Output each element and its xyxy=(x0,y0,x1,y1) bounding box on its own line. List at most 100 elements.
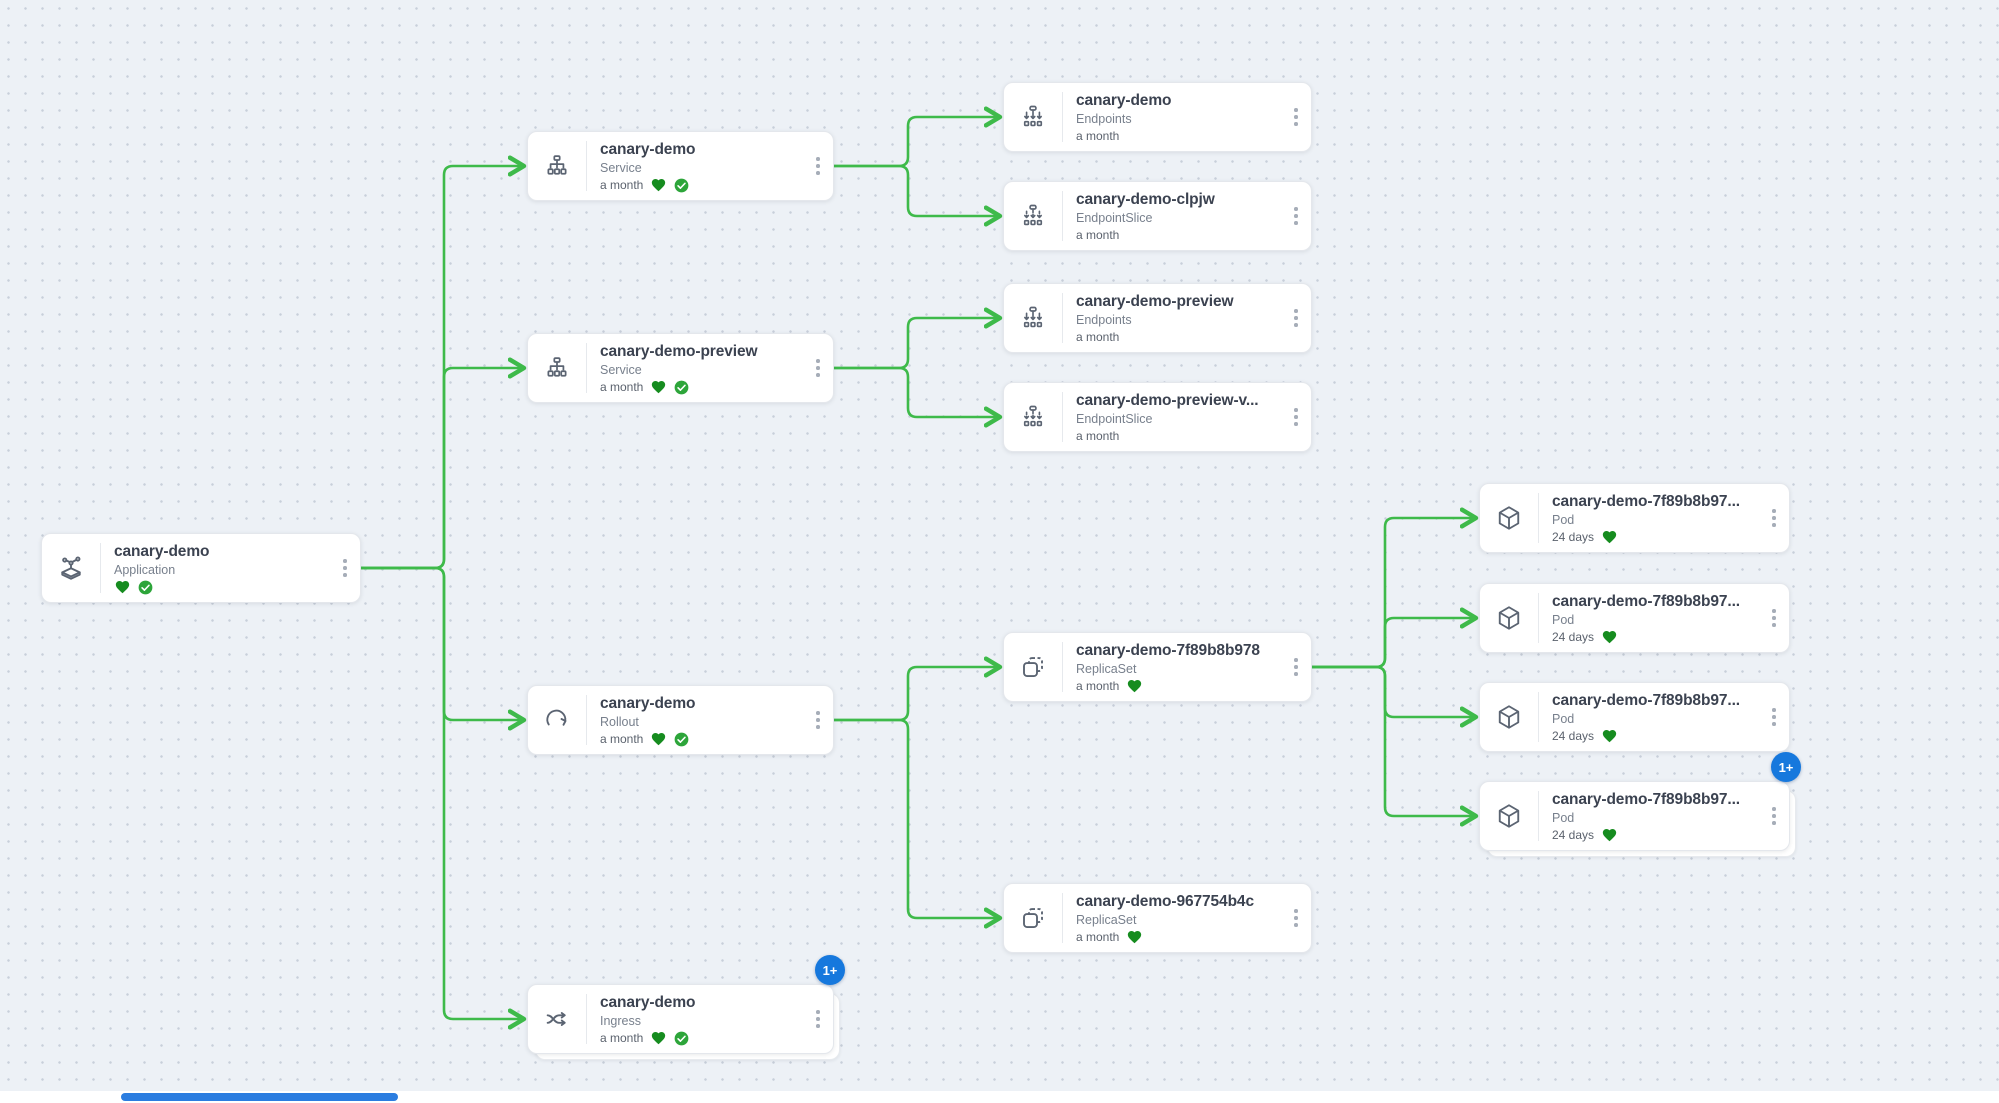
health-healthy-icon xyxy=(1126,929,1143,945)
resource-name: canary-demo-7f89b8b97... xyxy=(1552,790,1740,808)
node-menu-button[interactable] xyxy=(805,686,831,754)
resource-age: 24 days xyxy=(1552,529,1595,544)
icon-divider xyxy=(100,543,101,593)
resource-name: canary-demo-967754b4c xyxy=(1076,892,1254,910)
icon-divider xyxy=(1062,191,1063,241)
resource-kind: Rollout xyxy=(600,714,639,729)
icon-divider xyxy=(1538,692,1539,742)
icon-divider xyxy=(1062,92,1063,142)
resource-name: canary-demo-preview xyxy=(1076,292,1234,310)
node-menu-button[interactable] xyxy=(805,334,831,402)
health-healthy-icon xyxy=(650,177,667,193)
tree-edge xyxy=(359,166,524,570)
resource-kind: Endpoints xyxy=(1076,111,1132,126)
pod-icon xyxy=(1480,484,1538,552)
ingress-icon xyxy=(528,985,586,1053)
tree-edge xyxy=(1310,518,1476,669)
resource-name: canary-demo xyxy=(600,993,696,1011)
resource-name: canary-demo xyxy=(600,140,696,158)
node-menu-button[interactable] xyxy=(332,534,358,602)
resource-name: canary-demo-7f89b8b978 xyxy=(1076,641,1260,659)
icon-divider xyxy=(1062,392,1063,442)
resource-age: 24 days xyxy=(1552,728,1595,743)
pod-icon xyxy=(1480,584,1538,652)
icon-divider xyxy=(1062,893,1063,943)
node-menu-button[interactable] xyxy=(1761,683,1787,751)
pod-icon xyxy=(1480,782,1538,850)
health-healthy-icon xyxy=(1601,728,1618,744)
sync-synced-icon xyxy=(674,1031,689,1046)
rollout-icon xyxy=(528,686,586,754)
resource-kind: Service xyxy=(600,362,642,377)
health-healthy-icon xyxy=(1126,678,1143,694)
collapsed-count-badge[interactable]: 1+ xyxy=(1771,752,1801,782)
icon-divider xyxy=(586,695,587,745)
horizontal-scrollbar-thumb[interactable] xyxy=(121,1093,398,1101)
collapsed-count-badge[interactable]: 1+ xyxy=(815,955,845,985)
endpointslice-icon xyxy=(1004,182,1062,250)
tree-edge xyxy=(1310,618,1476,669)
health-healthy-icon xyxy=(114,579,131,595)
node-menu-button[interactable] xyxy=(1283,884,1309,952)
application-icon xyxy=(42,534,100,602)
health-healthy-icon xyxy=(1601,827,1618,843)
resource-name: canary-demo-7f89b8b97... xyxy=(1552,592,1740,610)
icon-divider xyxy=(1538,593,1539,643)
node-menu-button[interactable] xyxy=(1283,182,1309,250)
tree-edge xyxy=(359,368,524,570)
resource-name: canary-demo-preview-v... xyxy=(1076,391,1259,409)
resource-age: a month xyxy=(1076,329,1120,344)
resource-age: a month xyxy=(600,731,644,746)
node-menu-button[interactable] xyxy=(1761,584,1787,652)
resource-name: canary-demo xyxy=(600,694,696,712)
health-healthy-icon xyxy=(650,731,667,747)
resource-kind: Endpoints xyxy=(1076,312,1132,327)
tree-edge xyxy=(832,117,1000,168)
icon-divider xyxy=(1538,791,1539,841)
resource-age: 24 days xyxy=(1552,827,1595,842)
resource-age: a month xyxy=(600,1030,644,1045)
endpoints-icon xyxy=(1004,83,1062,151)
node-menu-button[interactable] xyxy=(1283,83,1309,151)
node-menu-button[interactable] xyxy=(805,985,831,1053)
pod-icon xyxy=(1480,683,1538,751)
node-menu-button[interactable] xyxy=(1283,383,1309,451)
resource-age: a month xyxy=(1076,929,1120,944)
tree-edge xyxy=(359,566,524,720)
resource-kind: Pod xyxy=(1552,810,1575,825)
node-menu-button[interactable] xyxy=(1283,284,1309,352)
resource-age: a month xyxy=(1076,128,1120,143)
resource-name: canary-demo xyxy=(1076,91,1172,109)
service-icon xyxy=(528,334,586,402)
tree-edge xyxy=(359,566,524,1019)
endpoints-icon xyxy=(1004,284,1062,352)
node-menu-button[interactable] xyxy=(1761,782,1787,850)
node-menu-button[interactable] xyxy=(805,132,831,200)
node-menu-button[interactable] xyxy=(1283,633,1309,701)
resource-name: canary-demo xyxy=(114,543,210,560)
horizontal-scrollbar-track[interactable] xyxy=(0,1091,1999,1103)
resource-name: canary-demo-7f89b8b97... xyxy=(1552,492,1740,510)
resource-kind: Ingress xyxy=(600,1013,641,1028)
resource-kind: EndpointSlice xyxy=(1076,210,1153,225)
resource-name: canary-demo-clpjw xyxy=(1076,190,1215,208)
sync-synced-icon xyxy=(674,178,689,193)
resource-age: a month xyxy=(1076,428,1120,443)
node-menu-button[interactable] xyxy=(1761,484,1787,552)
resource-node-pod-4[interactable]: canary-demo-7f89b8b97... Pod 24 days 1+ xyxy=(1479,752,1801,857)
